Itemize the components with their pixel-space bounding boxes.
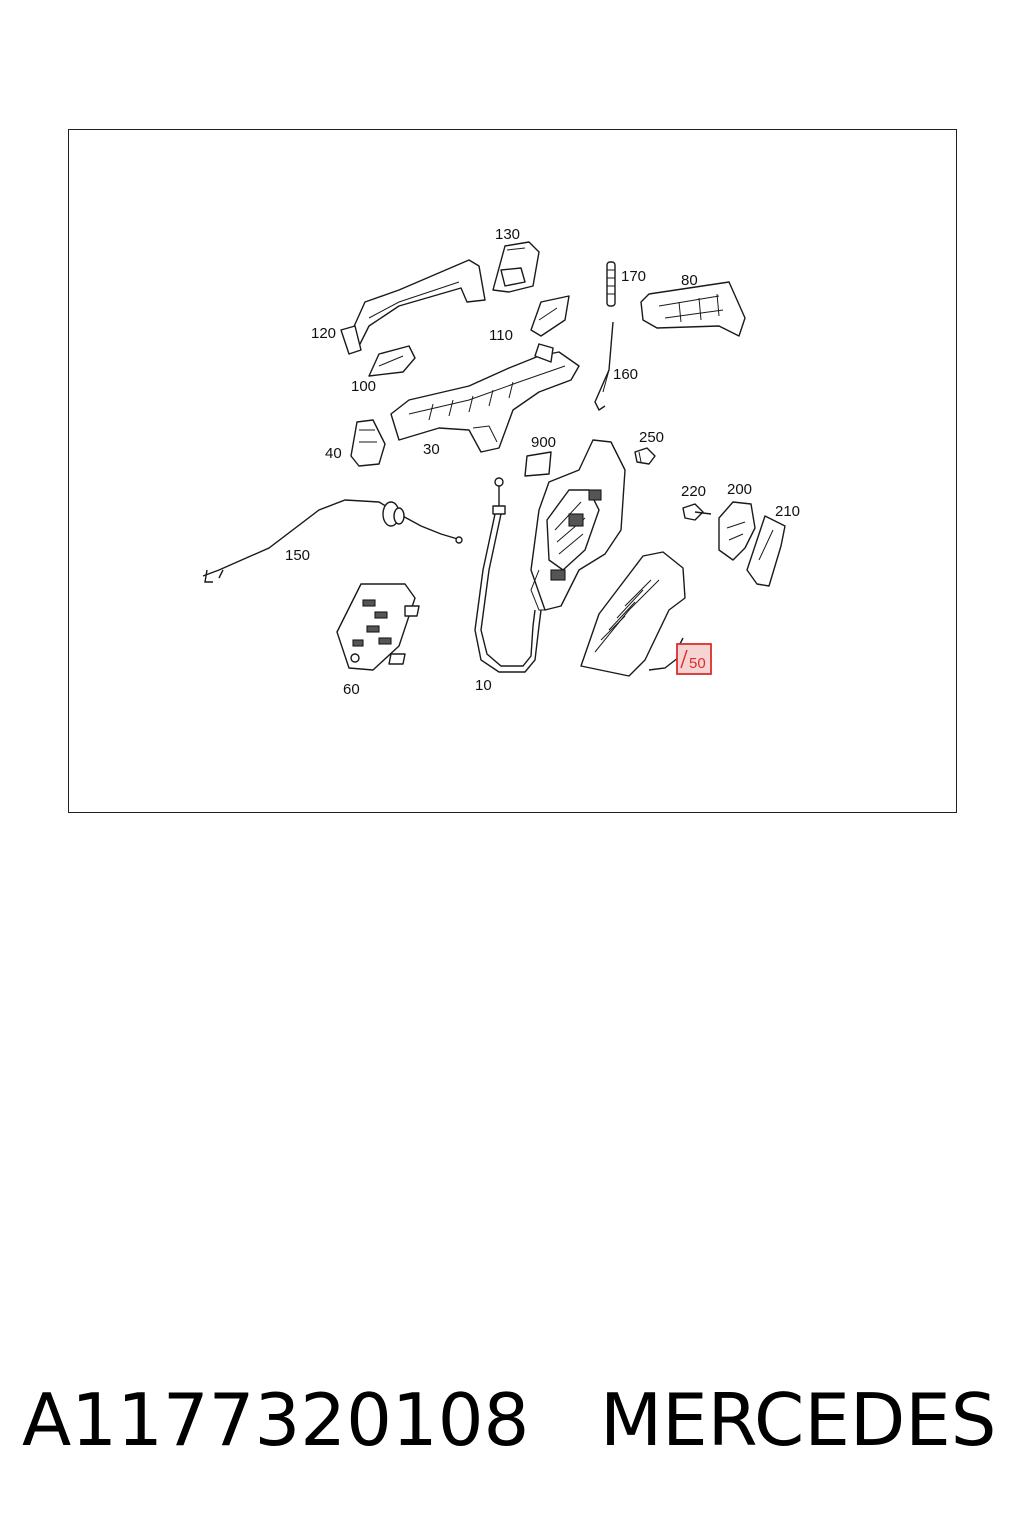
part-100-bezel [368,345,416,377]
callout-50: 50 [689,655,706,672]
callout-80: 80 [681,272,698,289]
part-number: A1177320108 [22,1378,530,1462]
part-120-outer-handle [340,259,486,355]
callout-110: 110 [489,327,513,344]
callout-220: 220 [681,483,706,500]
callout-60: 60 [343,681,360,698]
exploded-parts-diagram: 130 170 80 120 110 160 100 900 250 40 30… [202,226,800,698]
callout-160: 160 [613,366,638,383]
callout-250: 250 [639,429,664,446]
part-40-clip [350,419,386,467]
callout-200: 200 [727,481,752,498]
callout-900: 900 [531,434,556,451]
callout-40: 40 [325,445,342,462]
part-900-label [524,451,552,477]
brand-name: MERCEDES [600,1378,997,1462]
callout-10: 10 [475,677,492,694]
part-lock-module [530,439,626,611]
part-220-screw [682,503,712,521]
part-150-cable [202,499,463,583]
callout-120: 120 [311,325,336,342]
part-160-rod [594,321,614,412]
part-130-cap [492,241,540,293]
part-170-pin [606,261,616,307]
part-80-rail [640,281,746,337]
part-210-plate [746,515,786,587]
callout-170: 170 [621,268,646,285]
part-110-gasket [530,295,570,337]
part-10-bowden-cable [474,477,542,673]
parts-diagram-frame: 130 170 80 120 110 160 100 900 250 40 30… [68,129,957,813]
part-60-module [336,583,420,671]
part-200-striker [718,501,756,561]
callout-130: 130 [495,226,520,243]
callout-50-highlight[interactable]: 50 [676,643,712,675]
part-250-screw [634,447,656,465]
callout-150: 150 [285,547,310,564]
callout-100: 100 [351,378,376,395]
callout-30: 30 [423,441,440,458]
part-30-carrier [390,343,580,453]
callout-210: 210 [775,503,800,520]
part-50-bracket [580,551,686,677]
footer: A1177320108 MERCEDES [0,1370,1024,1470]
